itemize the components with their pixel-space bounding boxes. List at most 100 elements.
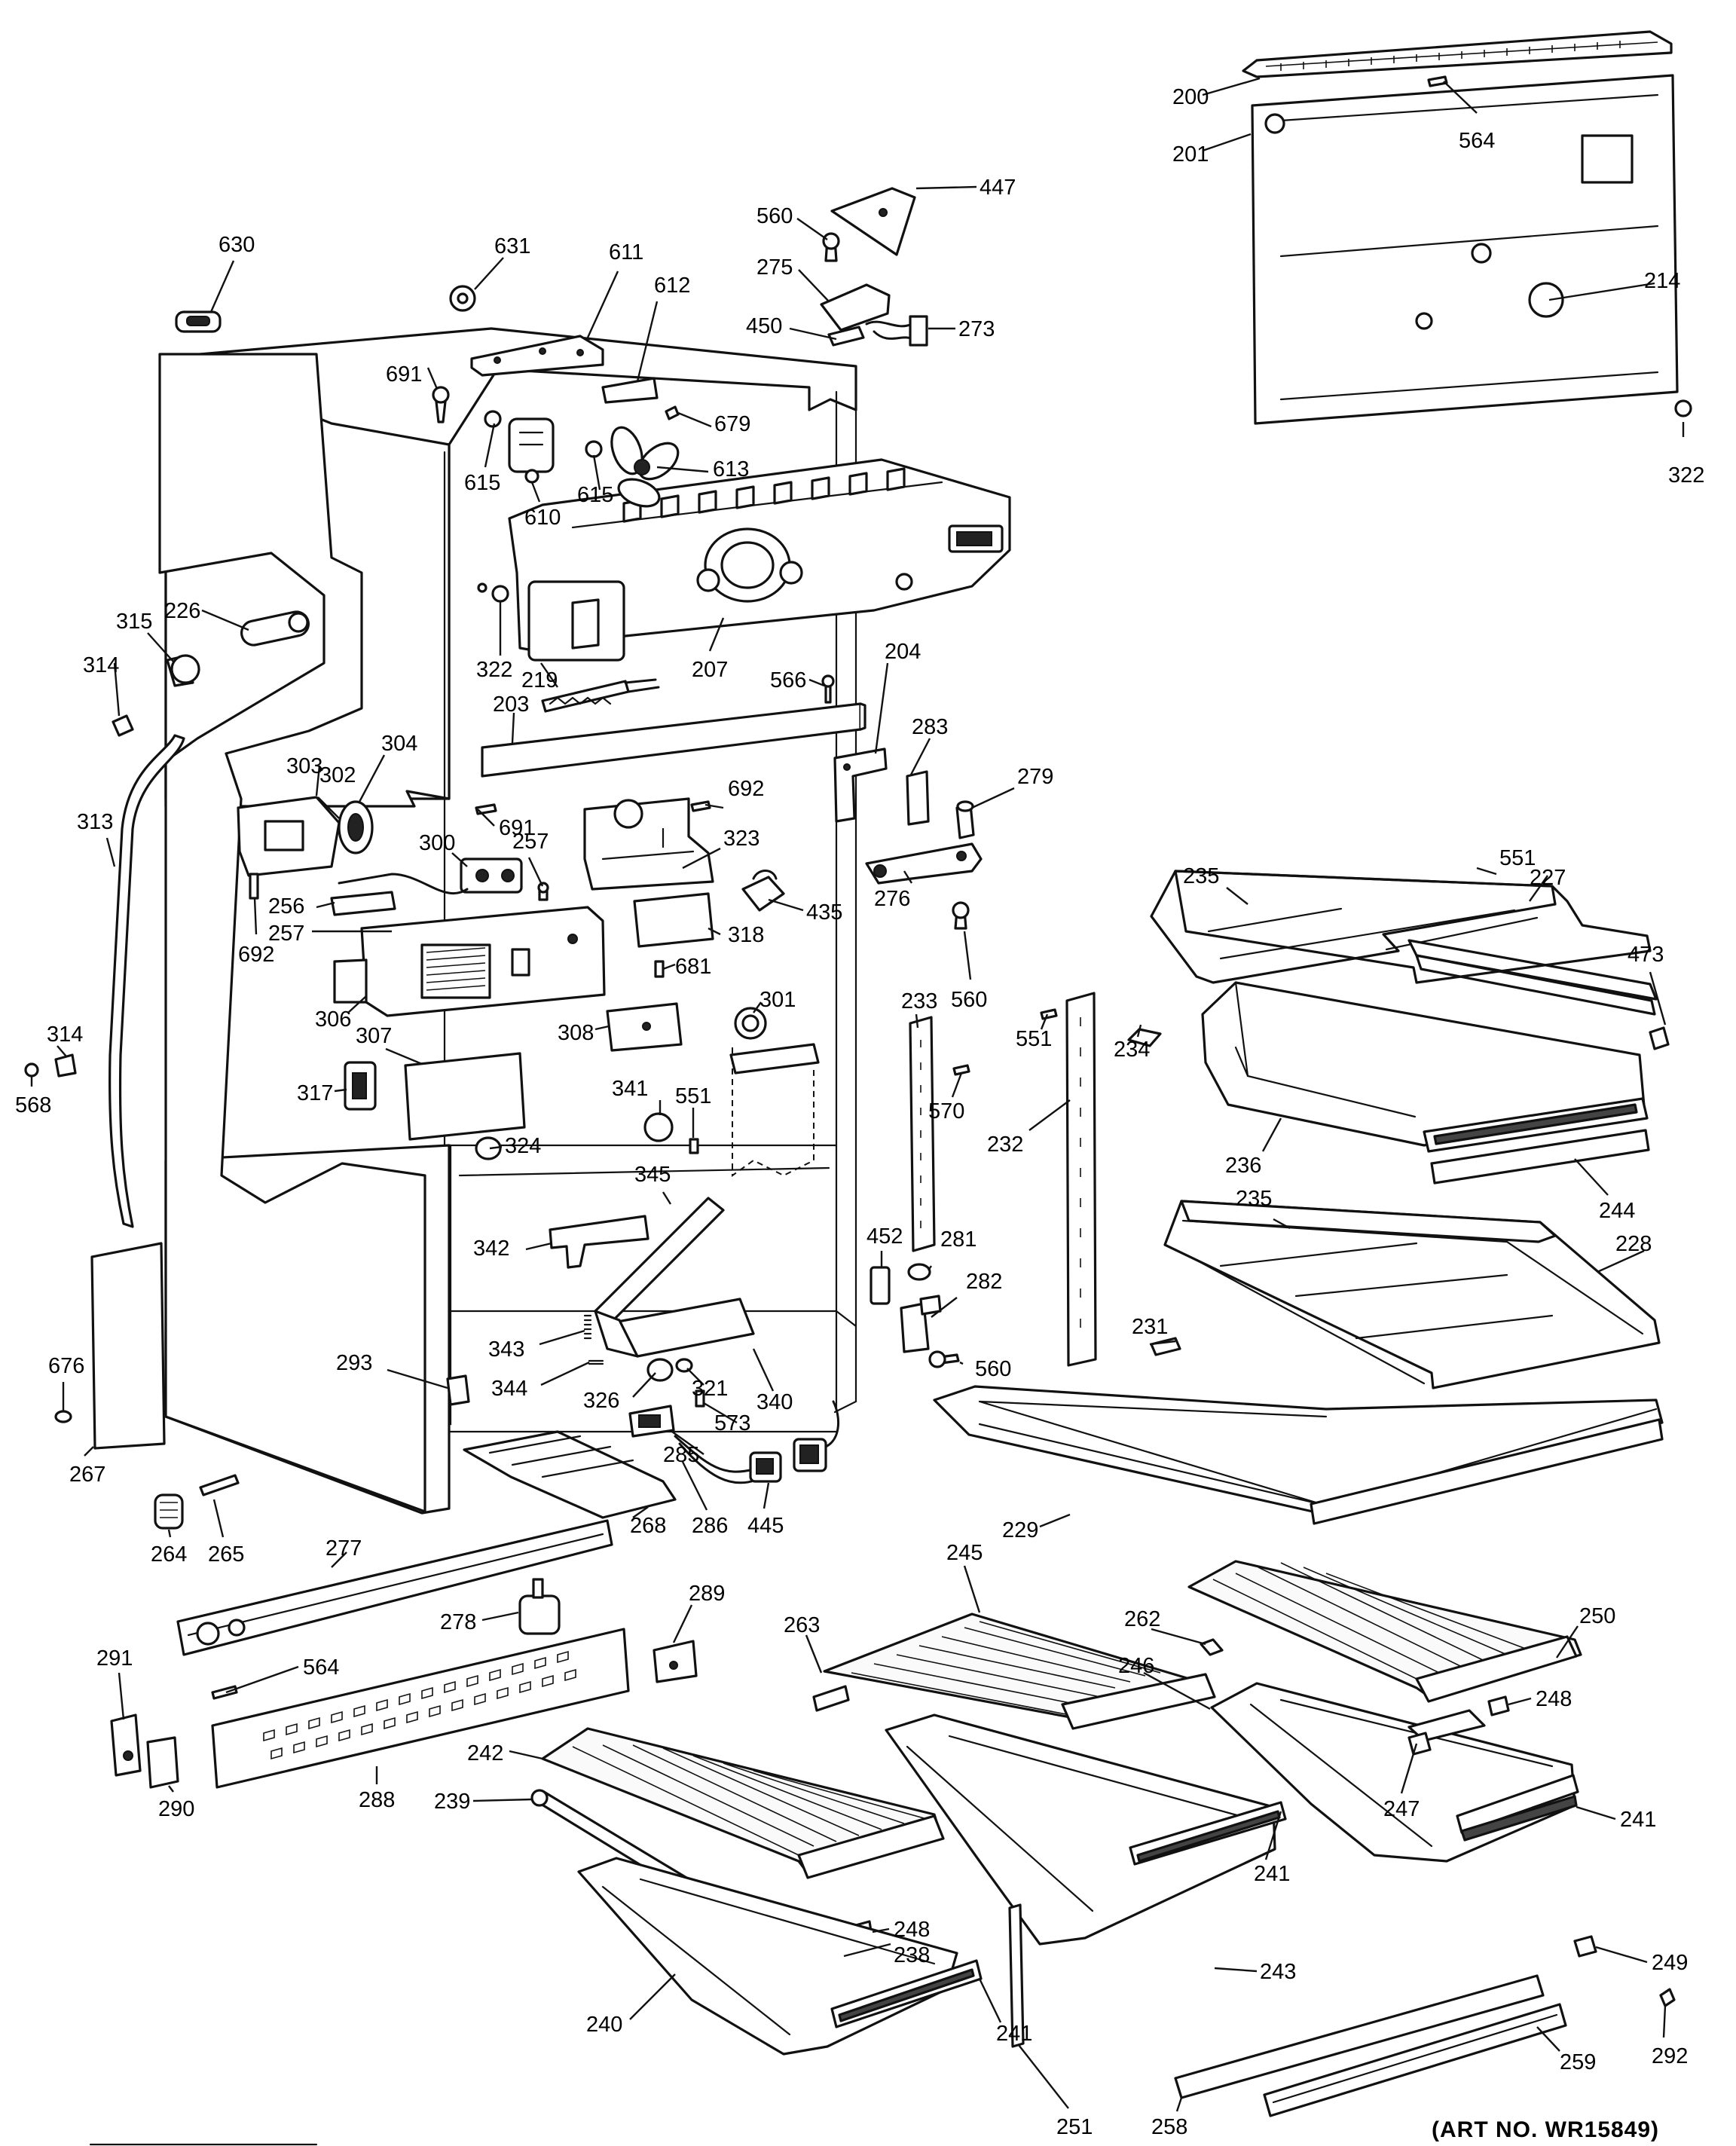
label-277: 277 bbox=[326, 1536, 362, 1561]
part-304-knob bbox=[338, 800, 374, 854]
part-labels: 200 201 564 214 322 447 560 275 450 273 … bbox=[15, 85, 1704, 2139]
label-301: 301 bbox=[760, 988, 796, 1012]
label-551b: 551 bbox=[675, 1084, 711, 1108]
label-322b: 322 bbox=[476, 658, 512, 682]
label-236: 236 bbox=[1225, 1154, 1261, 1178]
part-259-trim-strip bbox=[1263, 2003, 1567, 2117]
label-235: 235 bbox=[1183, 864, 1219, 888]
part-313-drain-tube bbox=[108, 734, 185, 1228]
label-573: 573 bbox=[714, 1411, 750, 1435]
part-340-drain-trough bbox=[594, 1298, 755, 1358]
part-290-block bbox=[146, 1736, 179, 1789]
label-445: 445 bbox=[747, 1514, 784, 1538]
part-452-hinge-plate bbox=[870, 1266, 891, 1305]
label-568: 568 bbox=[15, 1093, 51, 1117]
part-256-bracket bbox=[330, 891, 396, 916]
part-306-control-box bbox=[333, 906, 606, 1017]
part-258-trim-strip bbox=[1174, 1974, 1545, 2099]
label-268: 268 bbox=[630, 1514, 666, 1538]
part-568-screw bbox=[24, 1062, 39, 1078]
label-302: 302 bbox=[319, 763, 356, 787]
label-691b: 691 bbox=[499, 816, 535, 840]
label-323: 323 bbox=[723, 827, 760, 851]
label-285: 285 bbox=[663, 1443, 699, 1467]
label-308: 308 bbox=[558, 1021, 594, 1045]
part-322-plug-cabinet bbox=[477, 582, 509, 603]
label-203: 203 bbox=[493, 692, 529, 717]
part-273-wire-harness bbox=[865, 315, 928, 347]
part-263-trim bbox=[812, 1685, 850, 1712]
label-611: 611 bbox=[609, 240, 643, 264]
label-241: 241 bbox=[1620, 1808, 1656, 1832]
part-564-screw-bottom bbox=[211, 1685, 238, 1700]
part-300-thermostat bbox=[338, 857, 523, 894]
part-245-crisper-cover bbox=[823, 1613, 1216, 1730]
label-290: 290 bbox=[158, 1797, 194, 1821]
label-247: 247 bbox=[1383, 1797, 1420, 1821]
label-342: 342 bbox=[473, 1237, 509, 1261]
label-273: 273 bbox=[958, 317, 995, 341]
label-258: 258 bbox=[1151, 2115, 1187, 2139]
label-288: 288 bbox=[359, 1788, 395, 1812]
part-246-drawer-right bbox=[1210, 1682, 1579, 1863]
part-229-glass-shelf bbox=[933, 1385, 1664, 1525]
part-560-screw-top bbox=[822, 232, 840, 262]
label-612: 612 bbox=[654, 274, 690, 298]
part-691-screw-mid bbox=[475, 803, 497, 815]
label-630: 630 bbox=[219, 233, 255, 257]
panel-hole bbox=[1528, 282, 1564, 318]
part-551-screw-center bbox=[689, 1138, 699, 1154]
label-551: 551 bbox=[1499, 846, 1536, 870]
part-344-pin bbox=[588, 1359, 604, 1365]
label-304: 304 bbox=[381, 732, 417, 756]
part-343-spring bbox=[583, 1314, 592, 1340]
label-244: 244 bbox=[1599, 1199, 1635, 1223]
part-324-bulb bbox=[475, 1136, 502, 1160]
label-228: 228 bbox=[1615, 1232, 1652, 1256]
label-564: 564 bbox=[1459, 129, 1495, 153]
label-450: 450 bbox=[746, 314, 782, 338]
part-551-screw-right bbox=[1040, 1008, 1058, 1020]
leader-lines bbox=[30, 77, 1685, 2112]
label-286: 286 bbox=[692, 1514, 728, 1538]
part-226-tube-end bbox=[240, 610, 310, 647]
part-268-drain-pan bbox=[463, 1430, 677, 1519]
label-238: 238 bbox=[894, 1943, 930, 1967]
label-314: 314 bbox=[83, 653, 119, 677]
part-264-knob bbox=[154, 1493, 184, 1530]
part-314-clip-upper bbox=[112, 714, 134, 737]
label-262: 262 bbox=[1124, 1607, 1160, 1631]
part-573-screw bbox=[695, 1389, 705, 1408]
label-307: 307 bbox=[356, 1024, 392, 1048]
label-313: 313 bbox=[77, 810, 113, 834]
label-243: 243 bbox=[1260, 1960, 1296, 1984]
part-291-clip bbox=[110, 1713, 142, 1777]
part-235-shelf-frame-middle bbox=[1180, 1200, 1557, 1243]
part-203-divider-bar bbox=[481, 702, 866, 778]
part-277-rail bbox=[176, 1519, 613, 1656]
part-251-door-edge bbox=[1008, 1903, 1025, 2048]
part-267-panel bbox=[90, 1242, 166, 1450]
label-300: 300 bbox=[419, 831, 455, 855]
grille-slots bbox=[263, 1650, 576, 1760]
part-262-divider bbox=[1200, 1638, 1224, 1656]
part-283-hinge-pin-bracket bbox=[906, 770, 930, 826]
label-613: 613 bbox=[713, 457, 749, 481]
part-315-elbow bbox=[166, 654, 200, 687]
label-324: 324 bbox=[505, 1134, 541, 1158]
part-242-crisper-cover-left bbox=[541, 1727, 945, 1879]
part-276-hinge bbox=[865, 842, 983, 885]
label-232: 232 bbox=[987, 1133, 1023, 1157]
part-630-clip bbox=[175, 310, 222, 333]
part-450-connector bbox=[827, 326, 865, 347]
label-248: 248 bbox=[1536, 1687, 1572, 1711]
label-281: 281 bbox=[940, 1227, 976, 1252]
part-322-plug-right bbox=[1674, 399, 1692, 417]
label-267: 267 bbox=[69, 1463, 105, 1487]
label-231: 231 bbox=[1132, 1315, 1168, 1339]
part-292-screw bbox=[1659, 1988, 1676, 2007]
label-248b: 248 bbox=[894, 1918, 930, 1942]
part-200-top-grille bbox=[1242, 30, 1673, 78]
part-317-light-socket bbox=[344, 1061, 377, 1111]
